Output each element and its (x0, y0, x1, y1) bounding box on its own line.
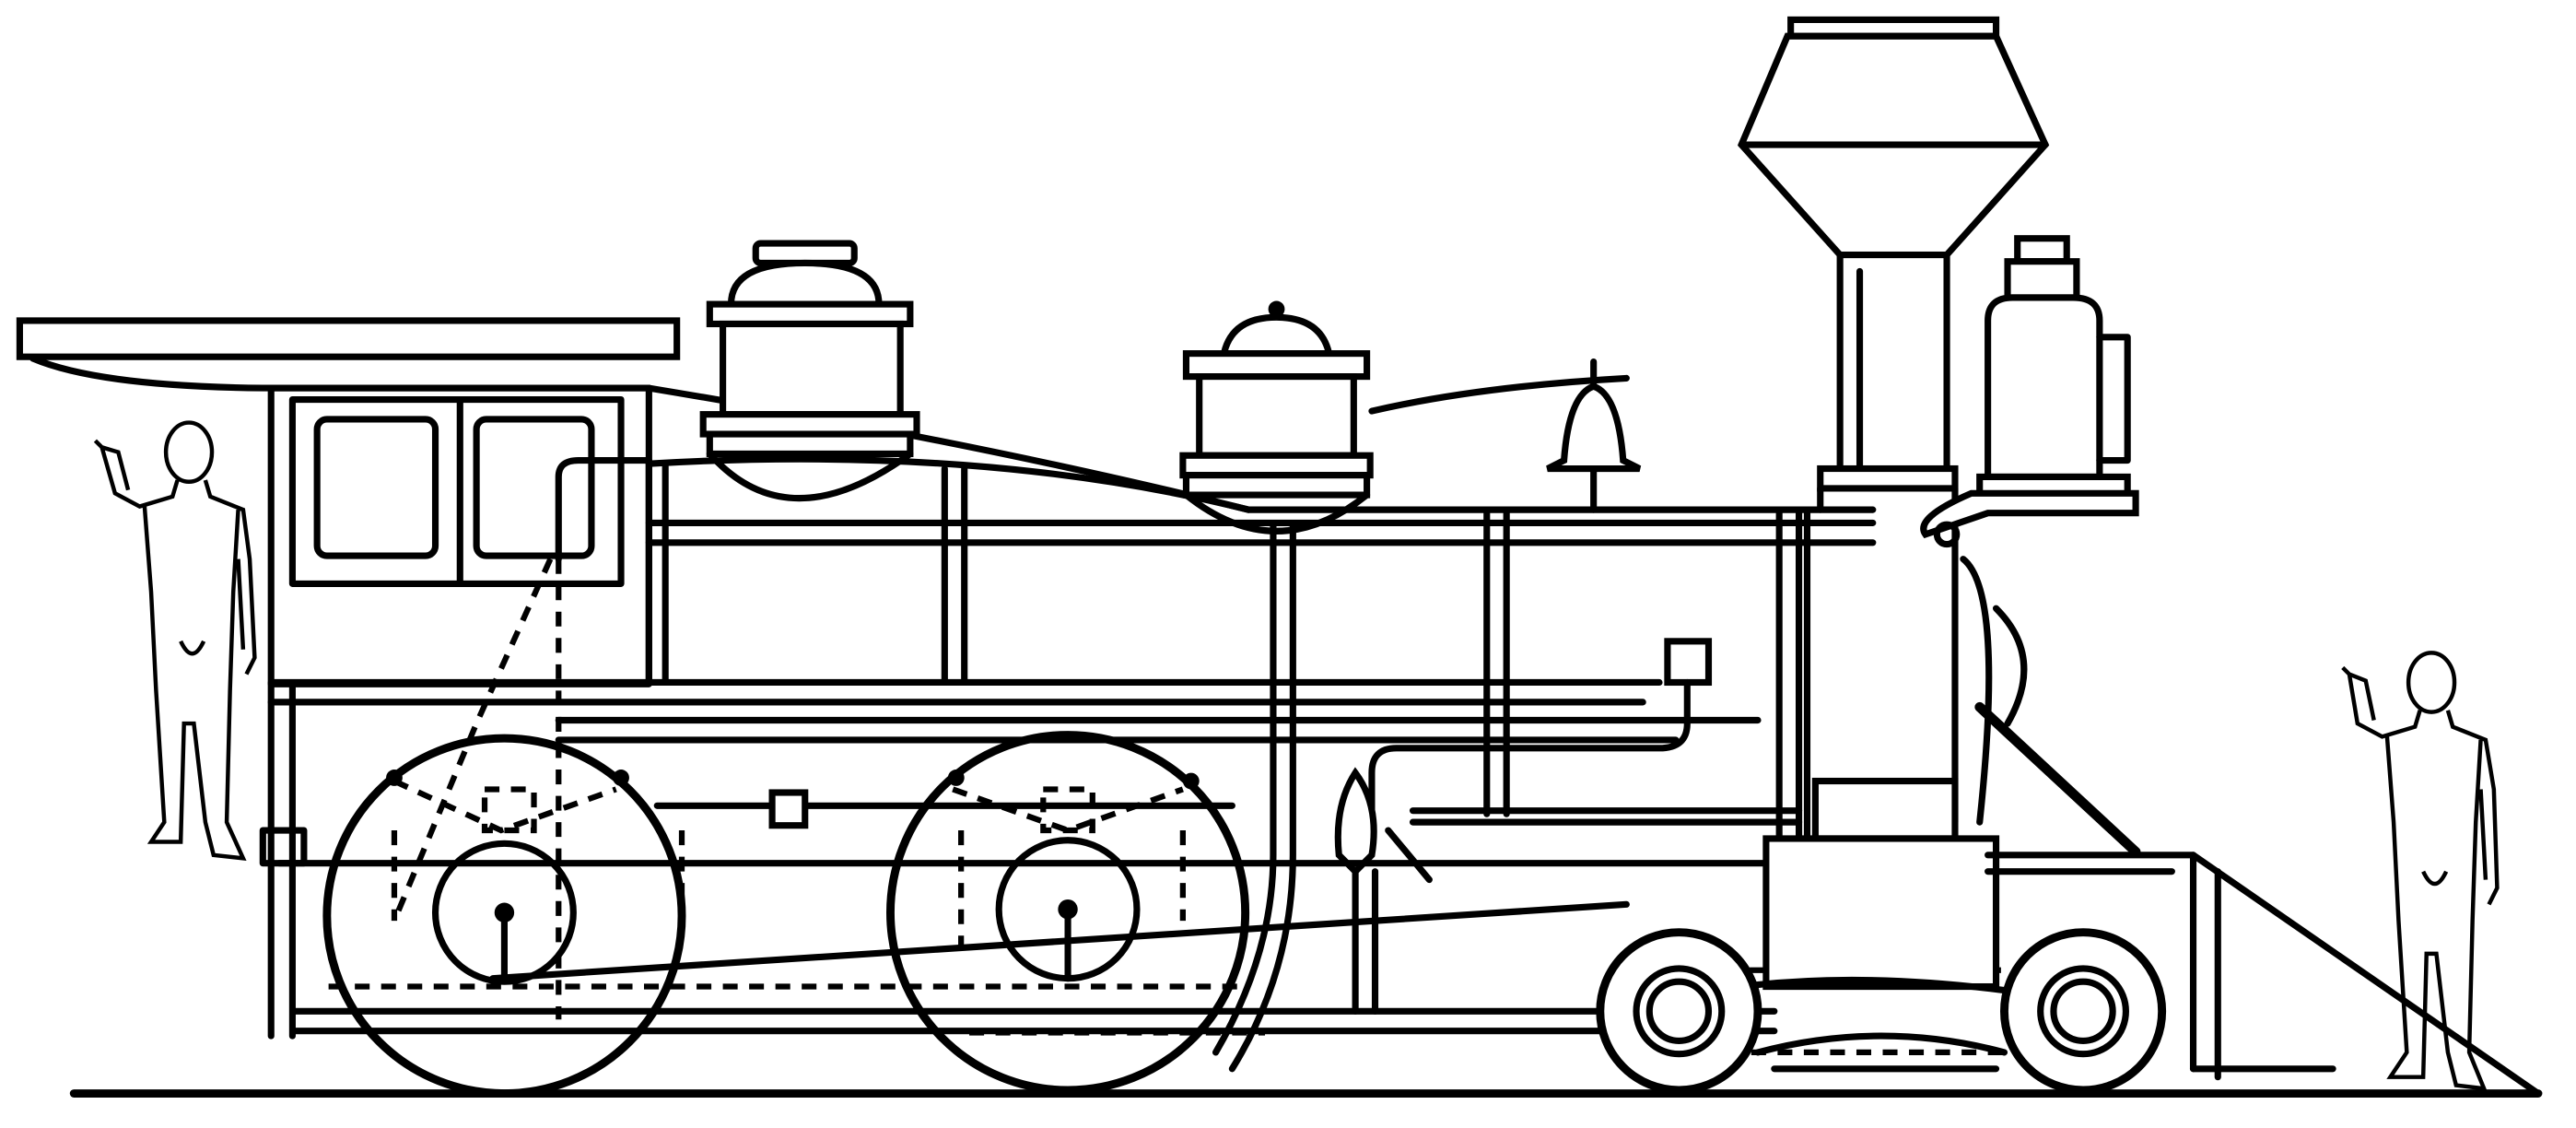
bell (1368, 358, 1642, 513)
cylinder (1738, 777, 2041, 999)
smokebox-front (1960, 556, 2028, 826)
sand-dome (699, 240, 920, 502)
steam-dome (1179, 300, 1374, 535)
human-figure-left (93, 420, 257, 862)
truck-frame (1754, 1032, 2008, 1073)
headlight (1920, 235, 2139, 548)
smokestack (1737, 16, 2050, 826)
drive-wheel-front (886, 731, 1250, 1095)
cab (16, 317, 681, 1040)
boiler (267, 384, 1877, 924)
truck-wheel-front-2 (2000, 928, 2167, 1095)
drive-wheel-rear (322, 734, 686, 1098)
truck-wheel-front-1 (1596, 928, 1762, 1095)
human-figure-right (2341, 651, 2500, 1091)
